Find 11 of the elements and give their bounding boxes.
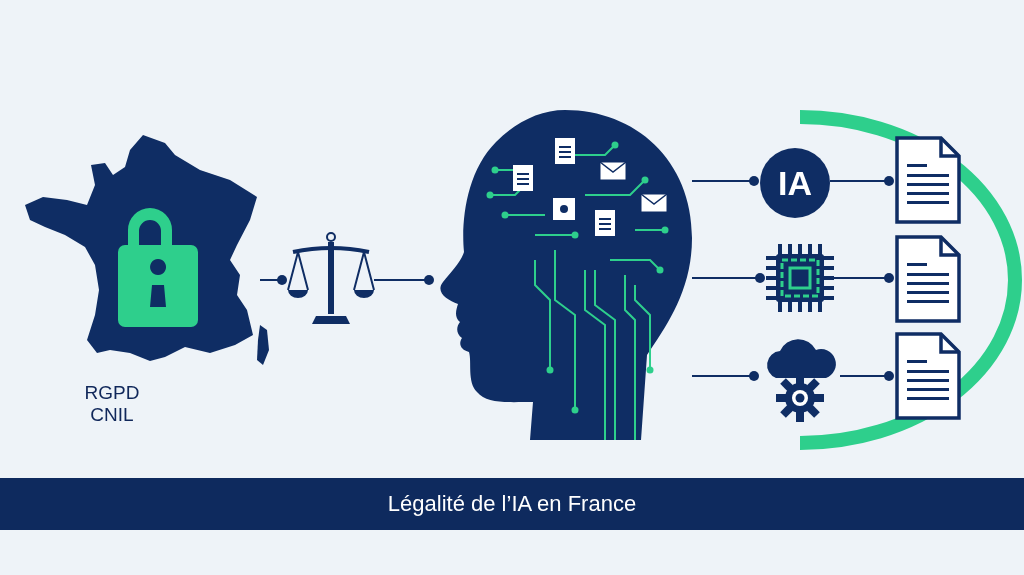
connector-line	[833, 273, 894, 283]
connector-line	[691, 371, 759, 381]
map-caption: RGPD CNIL	[83, 382, 141, 426]
title: Légalité de l’IA en France	[387, 491, 637, 517]
connector-line	[829, 176, 894, 186]
connector-line	[839, 371, 894, 381]
connector-line	[691, 176, 759, 186]
ia-circle-node: IA	[760, 148, 830, 218]
connector-line	[373, 275, 434, 285]
connector-line	[259, 275, 287, 285]
connector-line	[691, 273, 765, 283]
